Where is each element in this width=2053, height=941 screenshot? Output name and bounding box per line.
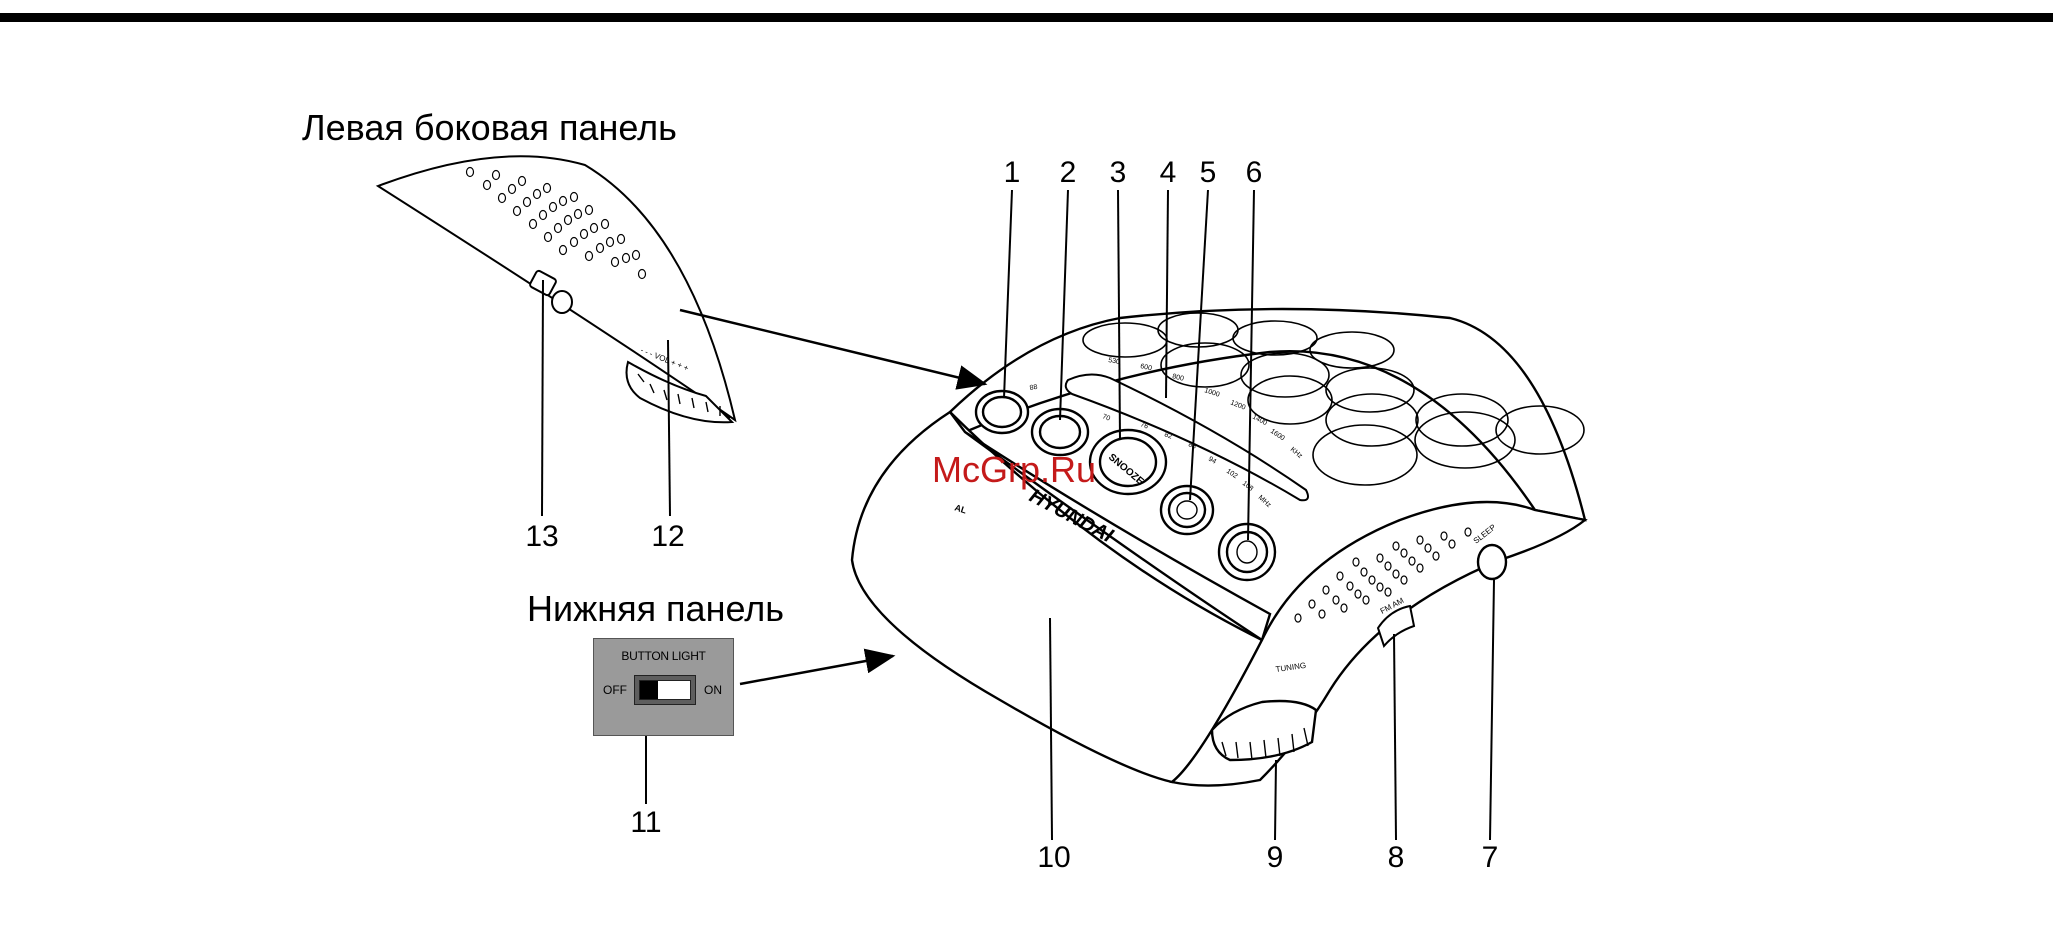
callout-1: 1 [1004,158,1021,188]
callout-3: 3 [1110,158,1127,188]
button-light-switch[interactable] [634,675,696,705]
snooze-button [1090,430,1166,494]
callout-12: 12 [651,522,684,552]
button-5 [1161,486,1213,534]
callout-2: 2 [1060,158,1077,188]
am-scale-5: 1400 [1251,414,1268,428]
am-unit: KHz [1289,446,1304,460]
switch-knob [640,681,658,699]
bottom-panel-arrow [740,656,893,684]
am-scale-4: 1200 [1229,399,1246,411]
fm-unit: MHz [1257,494,1273,509]
am-scale-6: 1600 [1269,428,1286,443]
am-scale-3: 1000 [1203,387,1220,399]
fm-scale-1: 70 [1101,413,1111,422]
callout-6: 6 [1246,158,1263,188]
fm-scale-2: 76 [1139,421,1149,430]
callout-10: 10 [1037,843,1070,873]
button-h [976,391,1028,433]
fm-scale-6: 102 [1225,468,1239,480]
left-panel-arrow [680,310,985,384]
switch-off-label: OFF [603,683,627,697]
fm-scale-start: 88 [1029,384,1038,392]
callout-5: 5 [1200,158,1217,188]
fm-scale-7: 108 [1241,480,1255,493]
callout-4: 4 [1160,158,1177,188]
button-light-label: BUTTON LIGHT [594,649,733,663]
device-body [852,309,1585,786]
fm-scale-5: 94 [1207,456,1217,466]
fm-scale-3: 82 [1163,431,1173,440]
callout-9: 9 [1267,843,1284,873]
sleep-button [1478,545,1506,579]
button-6 [1219,524,1275,580]
callout-13: 13 [525,522,558,552]
switch-on-label: ON [704,683,722,697]
button-light-switch-panel: BUTTON LIGHT OFF ON [593,638,734,736]
switch-slot [639,680,691,700]
callout-7: 7 [1482,843,1499,873]
callout-11: 11 [630,808,661,838]
am-scale-2: 800 [1172,373,1185,383]
watermark: McGrp.Ru [932,452,1096,488]
left-side-panel-view: - - - VOL + + + [378,156,735,422]
callout-8: 8 [1388,843,1405,873]
